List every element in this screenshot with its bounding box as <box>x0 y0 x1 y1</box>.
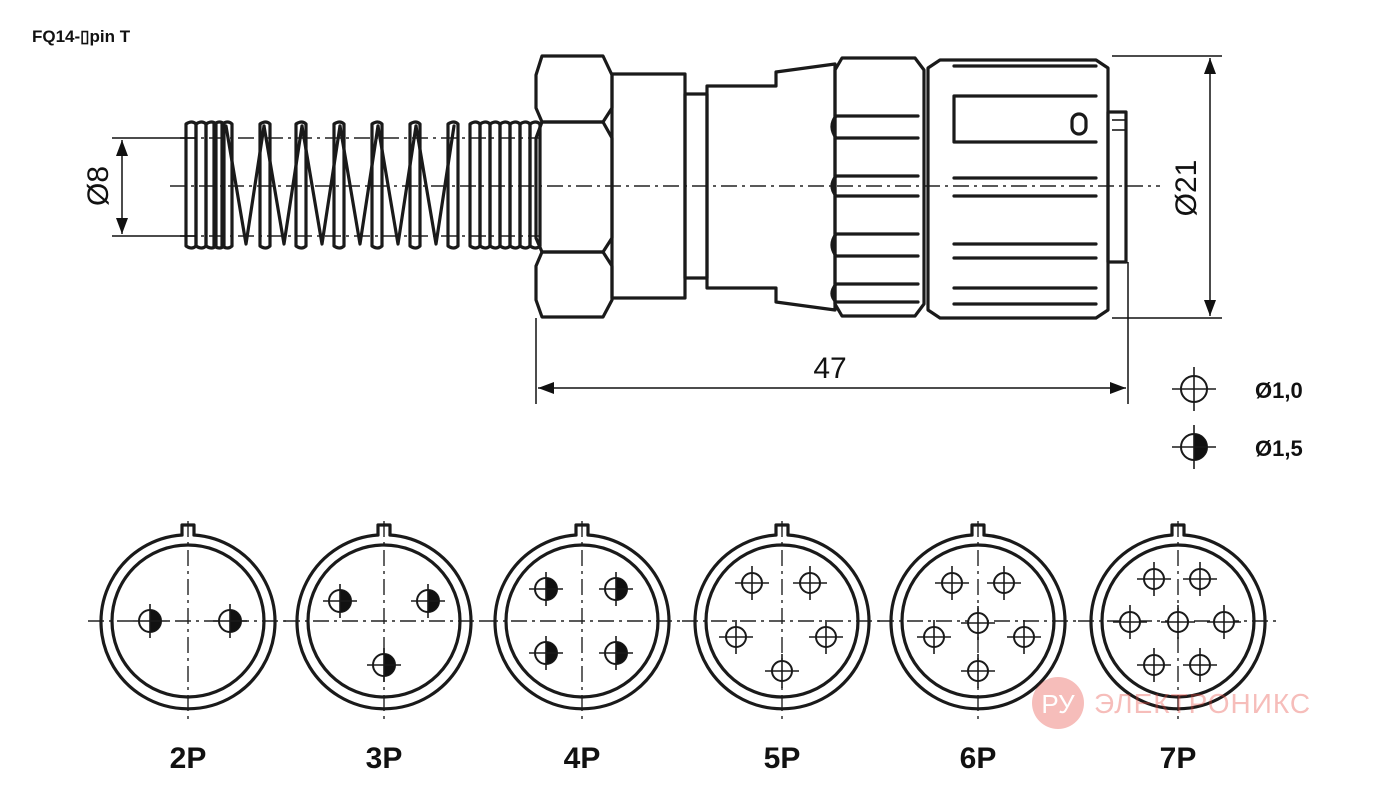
body-tube <box>705 62 837 312</box>
cable-diameter-label: Ø8 <box>82 166 115 206</box>
length-dimension: 47 <box>535 262 1129 404</box>
watermark: РУ ЭЛЕКТРОНИКС <box>1032 677 1311 729</box>
pin-layout-7p: 7P <box>1078 521 1278 775</box>
ribbed-grip <box>830 56 926 318</box>
pin-layout-6p: 6P <box>878 521 1078 775</box>
watermark-text: ЭЛЕКТРОНИКС <box>1094 688 1311 719</box>
crosshair-pin-icon <box>987 566 1021 600</box>
crosshair-pin-icon <box>1183 562 1217 596</box>
half-filled-pin-icon <box>133 604 167 638</box>
crosshair-pin-icon <box>765 654 799 688</box>
connector-outer-ring <box>99 533 277 711</box>
crosshair-pin-icon <box>1172 367 1216 411</box>
crosshair-pin-icon <box>735 566 769 600</box>
crosshair-pin-icon <box>809 620 843 654</box>
connector-outer-ring <box>1089 533 1267 711</box>
legend-large-pin-label: Ø1,5 <box>1255 436 1303 461</box>
crosshair-pin-icon <box>935 566 969 600</box>
watermark-badge <box>1032 677 1084 729</box>
crosshair-pin-icon <box>1137 648 1171 682</box>
half-filled-pin-icon <box>599 572 633 606</box>
pin-layout-2p: 2P <box>88 521 288 775</box>
connector-inner-ring <box>1100 543 1256 699</box>
half-filled-pin-icon <box>599 636 633 670</box>
pin-layout-label: 2P <box>170 742 207 775</box>
connector-inner-ring <box>504 543 660 699</box>
crosshair-pin-icon <box>1113 605 1147 639</box>
connector-side-view: Ø8 Ø21 47 <box>82 54 1222 404</box>
pin-legend: Ø1,0 Ø1,5 <box>1172 367 1303 469</box>
pin-layout-label: 6P <box>960 742 997 775</box>
cable-diameter-dimension: Ø8 <box>82 137 196 237</box>
pin-layout-label: 4P <box>564 742 601 775</box>
body-diameter-dimension: Ø21 <box>1112 55 1222 319</box>
connector-inner-ring <box>900 543 1056 699</box>
pin-layout-label: 7P <box>1160 742 1197 775</box>
crosshair-pin-icon <box>961 606 995 640</box>
pin-layout-3p: 3P <box>284 521 484 775</box>
crosshair-pin-icon <box>793 566 827 600</box>
connector-inner-ring <box>110 543 266 699</box>
hex-nut <box>534 54 614 319</box>
pin-layout-4p: 4P <box>482 521 682 775</box>
pin-layout-label: 5P <box>764 742 801 775</box>
crosshair-pin-icon <box>1007 620 1041 654</box>
half-filled-pin-icon <box>411 584 445 618</box>
half-filled-pin-icon <box>1172 425 1216 469</box>
crosshair-pin-icon <box>1183 648 1217 682</box>
coupling-ring <box>926 58 1128 320</box>
connector-outer-ring <box>295 533 473 711</box>
drawing-title: FQ14-▯pin T <box>32 27 131 46</box>
body-diameter-label: Ø21 <box>1170 160 1203 217</box>
half-filled-pin-icon <box>529 572 563 606</box>
half-filled-pin-icon <box>367 648 401 682</box>
connector-outer-ring <box>493 533 671 711</box>
half-filled-pin-icon <box>213 604 247 638</box>
length-label: 47 <box>813 352 846 385</box>
connector-inner-ring <box>306 543 462 699</box>
pin-layout-5p: 5P <box>682 521 882 775</box>
crosshair-pin-icon <box>1207 605 1241 639</box>
half-filled-pin-icon <box>323 584 357 618</box>
connector-outer-ring <box>889 533 1067 711</box>
half-filled-pin-icon <box>529 636 563 670</box>
watermark-badge-text: РУ <box>1041 689 1075 719</box>
connector-outer-ring <box>693 533 871 711</box>
spring-strain-relief <box>180 120 542 250</box>
connector-inner-ring <box>704 543 860 699</box>
legend-small-pin-label: Ø1,0 <box>1255 378 1303 403</box>
crosshair-pin-icon <box>917 620 951 654</box>
crosshair-pin-icon <box>1161 605 1195 639</box>
pin-face-views: 2P 3P 4P 5P 6P 7P <box>88 521 1278 775</box>
crosshair-pin-icon <box>961 654 995 688</box>
crosshair-pin-icon <box>719 620 753 654</box>
crosshair-pin-icon <box>1137 562 1171 596</box>
pin-layout-label: 3P <box>366 742 403 775</box>
